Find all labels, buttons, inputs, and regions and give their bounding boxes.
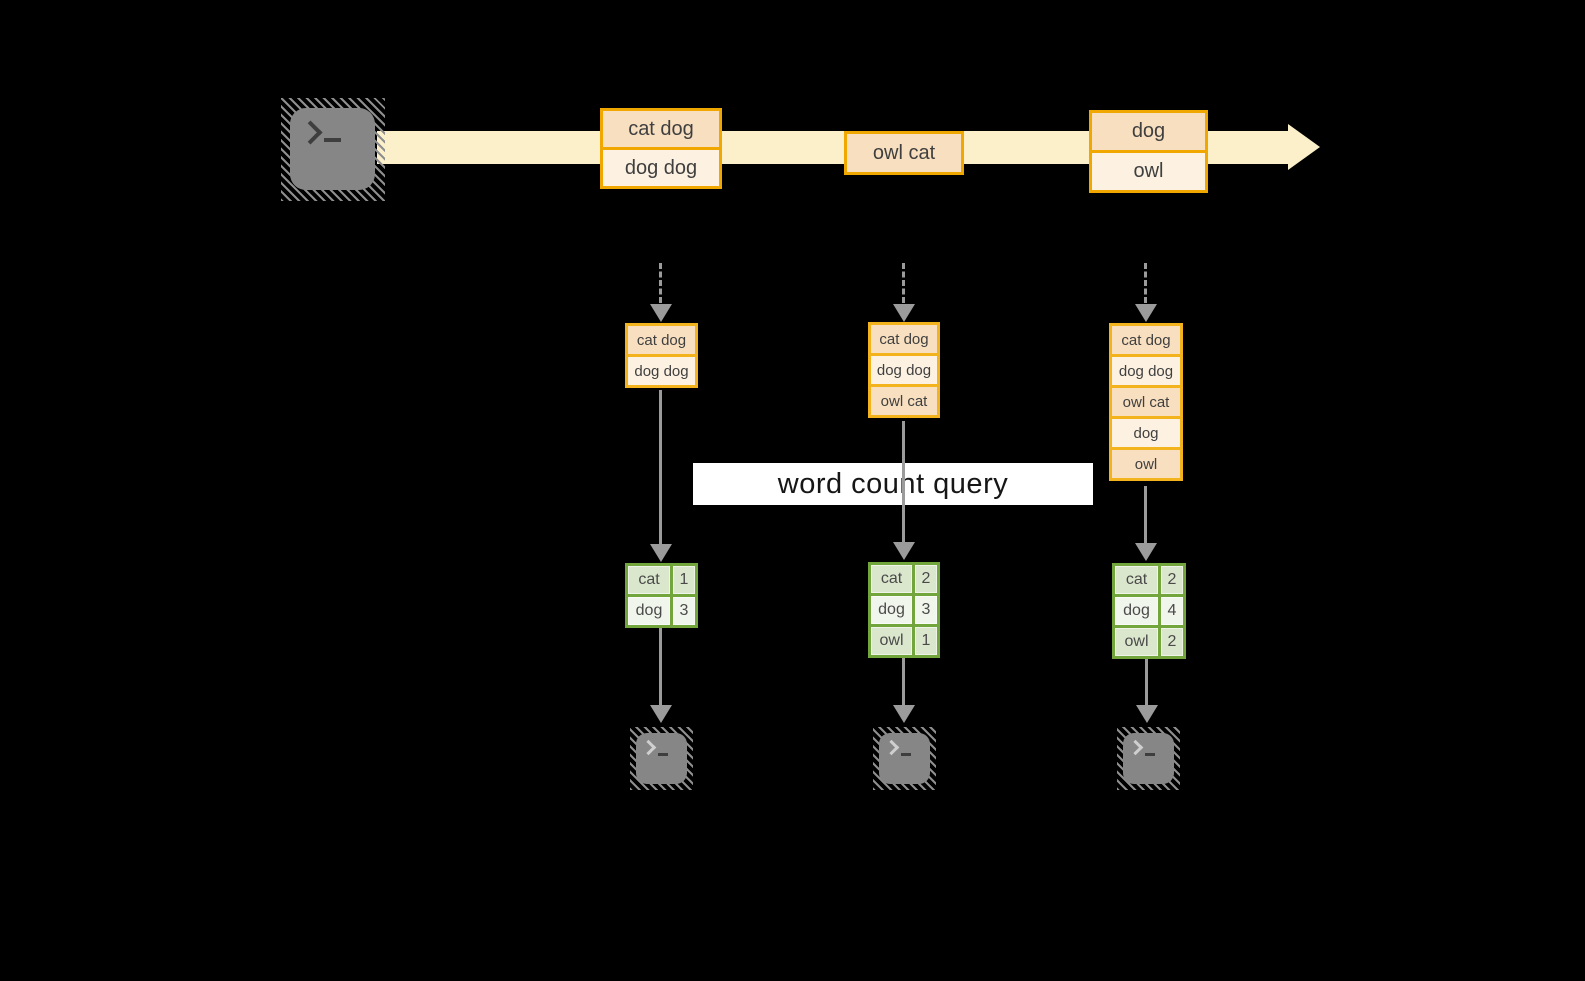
ingested-batch: cat dog dog dog owl cat dog owl: [1109, 323, 1183, 481]
terminal-screen: [1123, 733, 1174, 784]
count-table: cat 2 dog 3 owl 1: [868, 562, 940, 658]
count-word-cell: cat: [628, 566, 670, 594]
ingested-batch: cat dog dog dog owl cat: [868, 322, 940, 418]
count-value-cell: 3: [915, 596, 937, 624]
ingested-record: cat dog: [1112, 326, 1180, 354]
count-value-cell: 1: [915, 627, 937, 655]
ingested-record: owl: [1112, 450, 1180, 478]
count-word-cell: dog: [1115, 597, 1158, 625]
query-arrow: [893, 421, 915, 560]
prompt-underscore-icon: [1145, 753, 1155, 756]
stream-batch: dog owl: [1089, 110, 1208, 193]
ingested-record: dog dog: [1112, 357, 1180, 385]
stream-record: owl: [1092, 153, 1205, 190]
ingested-record: dog dog: [628, 357, 695, 385]
stream-record: dog: [1092, 113, 1205, 150]
stream-batch: owl cat: [844, 131, 964, 175]
ingest-arrow: [893, 263, 915, 323]
output-arrow: [1136, 659, 1158, 723]
terminal-output-icon: [873, 727, 936, 790]
prompt-chevron-icon: [298, 120, 323, 145]
stream-record: dog dog: [603, 150, 719, 186]
terminal-output-icon: [1117, 727, 1180, 790]
output-arrow: [650, 628, 672, 723]
count-table: cat 2 dog 4 owl 2: [1112, 563, 1186, 659]
query-arrow: [650, 390, 672, 562]
count-word-cell: owl: [871, 627, 912, 655]
ingested-record: owl cat: [1112, 388, 1180, 416]
count-word-cell: owl: [1115, 628, 1158, 656]
stream-batch: cat dog dog dog: [600, 108, 722, 189]
ingested-record: cat dog: [628, 326, 695, 354]
stream-record: owl cat: [847, 134, 961, 172]
count-word-cell: dog: [871, 596, 912, 624]
count-word-cell: dog: [628, 597, 670, 625]
count-value-cell: 1: [673, 566, 695, 594]
count-value-cell: 4: [1161, 597, 1183, 625]
terminal-screen: [290, 108, 375, 190]
count-value-cell: 2: [915, 565, 937, 593]
ingest-arrow: [1135, 263, 1157, 323]
prompt-chevron-icon: [1127, 739, 1144, 756]
count-table: cat 1 dog 3: [625, 563, 698, 628]
terminal-screen: [636, 733, 687, 784]
terminal-output-icon: [630, 727, 693, 790]
query-label: word count query: [693, 463, 1093, 505]
terminal-source-icon: [281, 98, 385, 201]
ingested-batch: cat dog dog dog: [625, 323, 698, 388]
ingested-record: cat dog: [871, 325, 937, 353]
ingested-record: dog dog: [871, 356, 937, 384]
output-arrow: [893, 658, 915, 723]
stream-record: cat dog: [603, 111, 719, 147]
stream-arrowhead-icon: [1288, 124, 1320, 170]
count-value-cell: 3: [673, 597, 695, 625]
prompt-underscore-icon: [324, 138, 341, 142]
count-word-cell: cat: [1115, 566, 1158, 594]
count-value-cell: 2: [1161, 628, 1183, 656]
count-value-cell: 2: [1161, 566, 1183, 594]
prompt-chevron-icon: [640, 739, 657, 756]
count-word-cell: cat: [871, 565, 912, 593]
terminal-screen: [879, 733, 930, 784]
ingested-record: dog: [1112, 419, 1180, 447]
query-arrow: [1135, 486, 1157, 561]
ingest-arrow: [650, 263, 672, 323]
prompt-chevron-icon: [883, 739, 900, 756]
prompt-underscore-icon: [658, 753, 668, 756]
ingested-record: owl cat: [871, 387, 937, 415]
prompt-underscore-icon: [901, 753, 911, 756]
